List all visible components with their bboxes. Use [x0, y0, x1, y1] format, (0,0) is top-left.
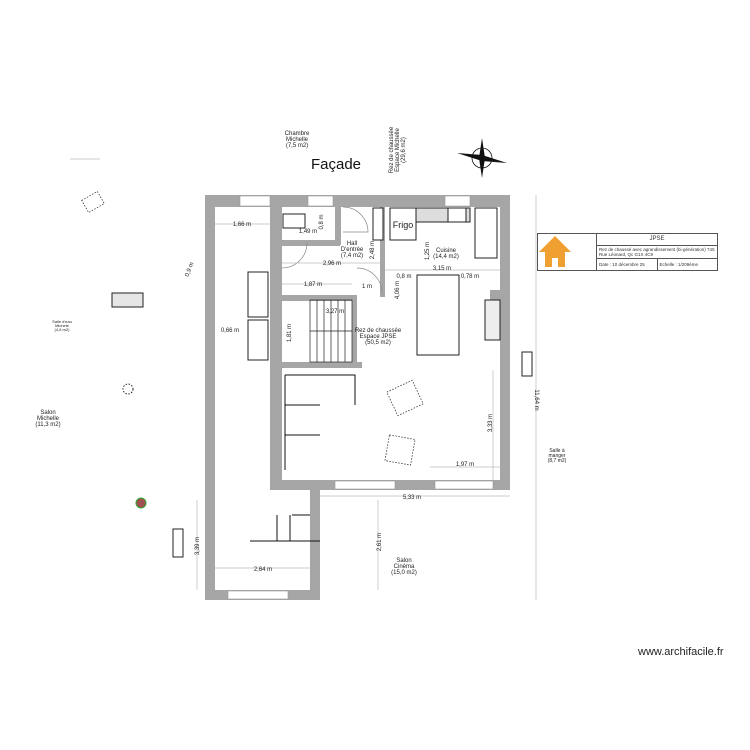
project-scale: Echelle : 1/209ème	[659, 262, 699, 267]
room-rdc-michelle: Rez de chausséeEspace Michelle(29,6 m2)	[389, 126, 407, 173]
dim-label: 0,9 m	[185, 262, 196, 278]
fridge-icon	[389, 207, 417, 241]
plant-icon	[135, 497, 147, 509]
dim-label: 4,06 m	[395, 281, 401, 299]
dimension-labels: 1,66 m 1,49 m 0,8 m 2,96 m 2,48 m 1,87 m…	[185, 214, 539, 573]
dim-label: 11,64 m	[533, 389, 539, 410]
room-cuisine: Cuisine(14,4 m2)	[433, 248, 459, 260]
sofa-icon	[284, 374, 356, 470]
dim-label: 1,97 m	[456, 462, 474, 468]
chair-icon	[81, 190, 105, 214]
dim-label: 0,66 m	[221, 328, 239, 334]
dining-table	[416, 274, 460, 356]
counter-right	[474, 207, 498, 259]
windows	[227, 195, 494, 600]
dim-label: 1,87 m	[304, 282, 322, 288]
cabinet-icon	[372, 207, 384, 241]
dim-label: 5,33 m	[403, 495, 421, 501]
project-date: Date : 10 décembre 25	[597, 259, 658, 271]
buffet	[484, 299, 501, 341]
sink-icon	[447, 207, 467, 223]
title-block: JPSE Rez de chaussé avec agrandissement …	[537, 233, 718, 271]
dim-label: 1,66 m	[233, 222, 251, 228]
dim-label: 3,39 m	[195, 537, 201, 555]
dim-label: 0,8 m	[319, 214, 325, 229]
dim-label: 2,61 m	[377, 533, 383, 551]
closet-icon	[250, 514, 320, 542]
dim-label: 1,25 m	[425, 242, 431, 260]
dim-label: 1,49 m	[299, 229, 317, 235]
cabinet-right	[521, 351, 533, 377]
doors	[281, 206, 383, 294]
dim-label: 0,78 m	[461, 274, 479, 280]
plan-title: Façade	[311, 156, 361, 173]
dim-label: 0,8 m	[396, 274, 411, 280]
brand-link[interactable]: www.archifacile.fr	[638, 646, 724, 658]
dim-label: 2,64 m	[254, 567, 272, 573]
project-description: Rez de chaussé avec agrandissement (bi-g…	[597, 246, 717, 259]
dim-label: 2,96 m	[323, 261, 341, 267]
home-logo-icon	[538, 234, 597, 270]
furniture: Frigo	[81, 190, 533, 558]
dim-label: 3,27 m	[326, 309, 344, 315]
dim-label: 3,33 m	[488, 414, 494, 432]
lamp-icon	[122, 383, 134, 395]
bathtub-icon	[111, 292, 144, 308]
dim-label: 1,81 m	[287, 324, 293, 342]
project-name: JPSE	[597, 234, 717, 246]
desk-icon	[172, 528, 184, 558]
shelf-icon-2	[247, 319, 269, 361]
stairs-icon	[309, 299, 353, 363]
fridge-label: Frigo	[393, 220, 414, 230]
shelf-icon	[247, 271, 269, 318]
armchair-icon-2	[384, 434, 416, 466]
compass-icon	[457, 138, 507, 178]
armchair-icon	[386, 379, 424, 417]
dim-label: 1 m	[362, 284, 372, 290]
dim-label: 3,15 m	[433, 266, 451, 272]
dim-label: 2,48 m	[370, 241, 376, 259]
toilet-icon	[282, 213, 306, 229]
